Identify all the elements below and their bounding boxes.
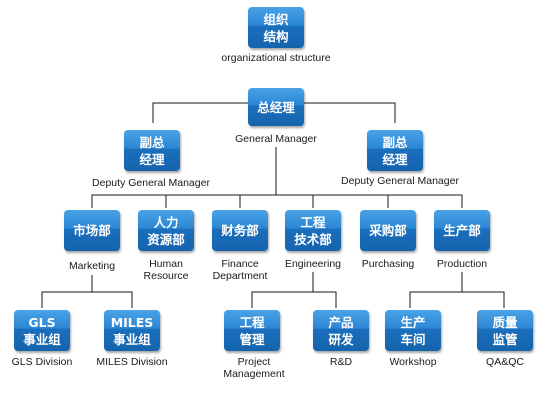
subunit-gls-label-line1: GLS bbox=[28, 314, 56, 330]
department-production-node: 生产部 bbox=[434, 210, 490, 251]
department-hr-label-line2: 资源部 bbox=[147, 231, 185, 247]
department-hr-caption: Human Resource bbox=[126, 258, 206, 282]
department-hr-node: 人力 资源部 bbox=[138, 210, 194, 251]
root-caption: organizational structure bbox=[221, 52, 331, 64]
deputy-left-node: 副总 经理 bbox=[124, 130, 180, 171]
subunit-workshop-label-line1: 生产 bbox=[400, 314, 426, 330]
general-manager-label: 总经理 bbox=[257, 99, 295, 115]
deputy-left-caption: Deputy General Manager bbox=[92, 177, 210, 189]
subunit-project-management-caption-line2: Management bbox=[223, 368, 285, 380]
subunit-rnd-node: 产品 研发 bbox=[313, 310, 369, 351]
department-hr-label-line1: 人力 bbox=[153, 214, 179, 230]
subunit-qaqc-label-line1: 质量 bbox=[492, 314, 518, 330]
connector-departments-bus bbox=[91, 194, 463, 208]
subunit-gls-label-line2: 事业组 bbox=[23, 331, 61, 347]
department-hr-caption-line2: Resource bbox=[143, 270, 189, 282]
department-finance-label: 财务部 bbox=[221, 223, 259, 238]
department-finance-caption: Finance Department bbox=[200, 258, 280, 282]
deputy-right-node: 副总 经理 bbox=[367, 130, 423, 171]
department-marketing-node: 市场部 bbox=[64, 210, 120, 251]
subunit-project-management-label-line1: 工程 bbox=[239, 314, 265, 330]
subunit-project-management-node: 工程 管理 bbox=[224, 310, 280, 351]
root-label-line2: 结构 bbox=[263, 28, 289, 44]
deputy-left-label-line1: 副总 bbox=[139, 134, 165, 150]
subunit-miles-caption: MILES Division bbox=[96, 356, 168, 368]
deputy-right-label-line2: 经理 bbox=[382, 151, 408, 167]
subunit-gls-caption: GLS Division bbox=[11, 356, 73, 368]
department-purchasing-caption: Purchasing bbox=[361, 258, 415, 270]
subunit-qaqc-node: 质量 监管 bbox=[477, 310, 533, 351]
subunit-project-management-caption: Project Management bbox=[212, 356, 296, 380]
subunit-qaqc-caption: QA&QC bbox=[486, 356, 524, 368]
subunit-workshop-label-line2: 车间 bbox=[400, 331, 426, 347]
subunit-workshop-node: 生产 车间 bbox=[385, 310, 441, 351]
department-finance-node: 财务部 bbox=[212, 210, 268, 251]
connector-production-subs bbox=[409, 291, 505, 308]
department-purchasing-label: 采购部 bbox=[369, 223, 407, 238]
department-engineering-caption: Engineering bbox=[284, 258, 342, 270]
subunit-miles-label-line2: 事业组 bbox=[113, 331, 151, 347]
subunit-project-management-label-line2: 管理 bbox=[239, 331, 265, 347]
department-purchasing-node: 采购部 bbox=[360, 210, 416, 251]
root-label-line1: 组织 bbox=[263, 11, 289, 27]
department-engineering-label-line2: 技术部 bbox=[294, 231, 332, 247]
general-manager-node: 总经理 bbox=[248, 88, 304, 126]
department-marketing-caption: Marketing bbox=[68, 260, 116, 272]
department-finance-caption-line2: Department bbox=[212, 270, 268, 282]
department-hr-caption-line1: Human bbox=[149, 258, 183, 270]
subunit-rnd-caption: R&D bbox=[329, 356, 353, 368]
subunit-miles-node: MILES 事业组 bbox=[104, 310, 160, 351]
deputy-right-caption: Deputy General Manager bbox=[341, 175, 459, 187]
department-engineering-label-line1: 工程 bbox=[300, 214, 326, 230]
department-finance-caption-line1: Finance bbox=[221, 258, 259, 270]
subunit-miles-label-line1: MILES bbox=[110, 314, 154, 330]
subunit-qaqc-label-line2: 监管 bbox=[492, 331, 518, 347]
deputy-left-label-line2: 经理 bbox=[139, 151, 165, 167]
subunit-gls-node: GLS 事业组 bbox=[14, 310, 70, 351]
connector-engineering-subs bbox=[251, 291, 337, 308]
department-marketing-label: 市场部 bbox=[73, 223, 111, 238]
department-production-label: 生产部 bbox=[443, 223, 481, 238]
department-engineering-node: 工程 技术部 bbox=[285, 210, 341, 251]
deputy-right-label-line1: 副总 bbox=[382, 134, 408, 150]
connector-marketing-subs bbox=[41, 291, 133, 308]
subunit-rnd-label-line1: 产品 bbox=[328, 314, 354, 330]
department-production-caption: Production bbox=[436, 258, 488, 270]
subunit-project-management-caption-line1: Project bbox=[237, 356, 271, 368]
root-node: 组织 结构 bbox=[248, 7, 304, 48]
subunit-rnd-label-line2: 研发 bbox=[328, 331, 354, 347]
general-manager-caption: General Manager bbox=[235, 133, 317, 145]
subunit-workshop-caption: Workshop bbox=[389, 356, 437, 368]
